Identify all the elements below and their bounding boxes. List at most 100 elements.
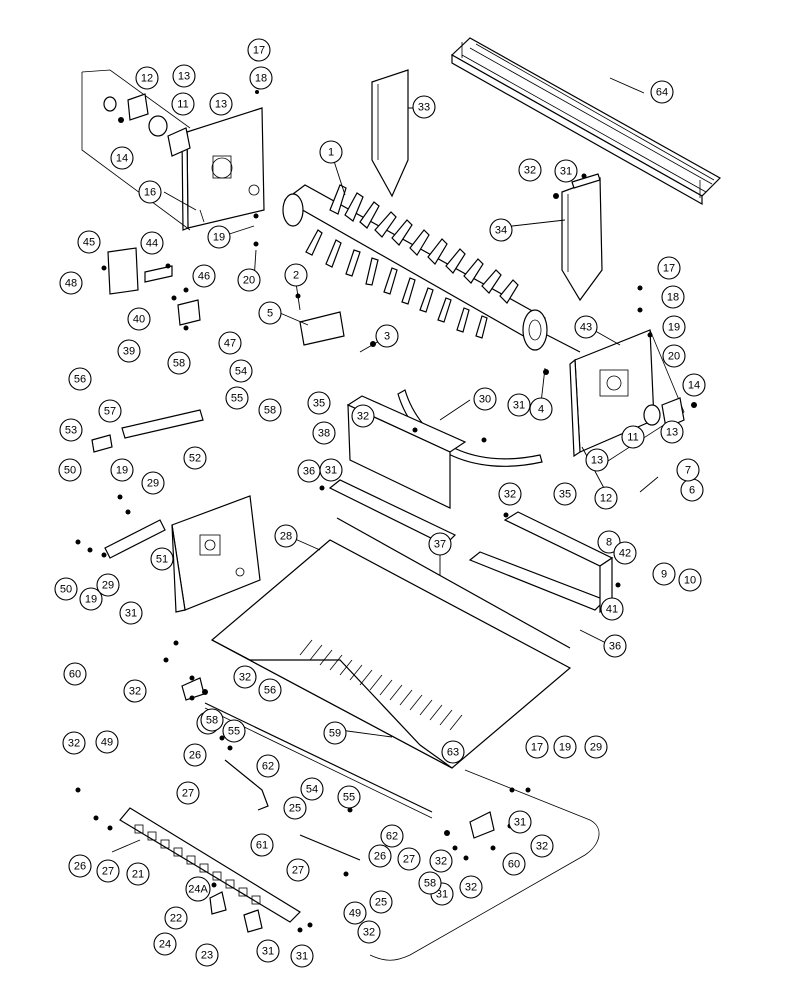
- callout-label: 13: [215, 99, 227, 111]
- callout-balloon: [110, 458, 134, 482]
- callout-31: 31: [508, 810, 532, 834]
- callout-label: 22: [170, 913, 182, 925]
- callout-balloon: [123, 679, 147, 703]
- callout-balloon: [498, 482, 522, 506]
- callout-label: 39: [123, 346, 135, 358]
- callout-label: 26: [74, 861, 86, 873]
- callout-17: 17: [525, 735, 549, 759]
- callout-21: 21: [126, 862, 150, 886]
- callout-label: 31: [513, 400, 525, 412]
- callout-label: 46: [198, 271, 210, 283]
- callout-label: 20: [243, 275, 255, 287]
- callout-balloon: [662, 344, 686, 368]
- callout-balloon: [183, 743, 207, 767]
- callout-9: 9: [652, 562, 676, 586]
- callout-3: 3: [375, 324, 399, 348]
- callout-label: 47: [224, 338, 236, 350]
- callout-63: 63: [441, 740, 465, 764]
- callout-29: 29: [584, 735, 608, 759]
- callout-31: 31: [319, 458, 343, 482]
- callout-label: 32: [357, 411, 369, 423]
- callout-5: 5: [258, 301, 282, 325]
- callout-label: 1: [328, 147, 334, 159]
- callout-label: 35: [313, 398, 325, 410]
- callout-balloon: [207, 225, 231, 249]
- callout-42: 42: [613, 541, 637, 565]
- callout-balloon: [195, 943, 219, 967]
- callout-31: 31: [554, 159, 578, 183]
- callout-55: 55: [337, 785, 361, 809]
- callout-label: 32: [524, 165, 536, 177]
- comb-bar-21: [119, 807, 301, 923]
- callout-50: 50: [54, 577, 78, 601]
- callout-balloon: [603, 634, 627, 658]
- callout-label: 29: [147, 478, 159, 490]
- bracket-45: [107, 247, 139, 295]
- callout-balloon: [397, 847, 421, 871]
- callout-balloon: [117, 339, 141, 363]
- callout-balloon: [412, 95, 436, 119]
- callout-27: 27: [286, 858, 310, 882]
- callout-balloon: [660, 420, 684, 444]
- callout-balloon: [96, 859, 120, 883]
- callout-32: 32: [459, 875, 483, 899]
- callout-label: 53: [65, 425, 77, 437]
- base-outline: [369, 769, 600, 961]
- callout-balloon: [135, 66, 159, 90]
- callout-19: 19: [207, 225, 231, 249]
- plate-53: [91, 434, 113, 453]
- callout-32: 32: [357, 920, 381, 944]
- callout-balloon: [274, 524, 298, 548]
- callout-6: 6: [680, 478, 704, 502]
- callout-label: 62: [386, 831, 398, 843]
- callout-58: 58: [200, 708, 224, 732]
- callout-62: 62: [380, 824, 404, 848]
- callout-balloon: [428, 532, 452, 556]
- callout-13: 13: [209, 92, 233, 116]
- callout-balloon: [54, 577, 78, 601]
- callout-balloon: [59, 271, 83, 295]
- callout-11: 11: [171, 92, 195, 116]
- callout-label: 17: [253, 45, 265, 57]
- callout-balloon: [507, 393, 531, 417]
- cross-member-38: [328, 395, 467, 546]
- rod-25: [299, 834, 361, 861]
- callout-27: 27: [96, 859, 120, 883]
- callout-label: 51: [156, 554, 168, 566]
- callout-label: 31: [296, 951, 308, 963]
- pan-28: [210, 539, 572, 769]
- callout-27: 27: [397, 847, 421, 871]
- callout-13: 13: [585, 448, 609, 472]
- callout-37: 37: [428, 532, 452, 556]
- callout-label: 20: [668, 351, 680, 363]
- callout-label: 31: [125, 608, 137, 620]
- callout-balloon: [225, 386, 249, 410]
- callout-label: 13: [666, 427, 678, 439]
- callout-32: 32: [498, 482, 522, 506]
- callout-label: 29: [590, 742, 602, 754]
- frame-rail-64: [450, 37, 721, 206]
- callout-label: 21: [132, 869, 144, 881]
- callout-label: 60: [69, 669, 81, 681]
- callout-34: 34: [489, 218, 513, 242]
- callout-57: 57: [98, 399, 122, 423]
- callout-balloon: [323, 721, 347, 745]
- callout-26: 26: [68, 854, 92, 878]
- callout-2: 2: [284, 263, 308, 287]
- callout-label: 27: [292, 865, 304, 877]
- callout-balloon: [95, 730, 119, 754]
- callout-balloon: [79, 587, 103, 611]
- callout-balloon: [256, 754, 280, 778]
- callout-58: 58: [418, 871, 442, 895]
- callout-59: 59: [323, 721, 347, 745]
- shield-33: [371, 69, 409, 198]
- callout-label: 19: [559, 742, 571, 754]
- callout-label: 19: [668, 322, 680, 334]
- callout-balloon: [441, 740, 465, 764]
- callout-balloon: [621, 425, 645, 449]
- callout-39: 39: [117, 339, 141, 363]
- callout-balloon: [380, 824, 404, 848]
- callout-32: 32: [351, 404, 375, 428]
- callout-balloon: [283, 796, 307, 820]
